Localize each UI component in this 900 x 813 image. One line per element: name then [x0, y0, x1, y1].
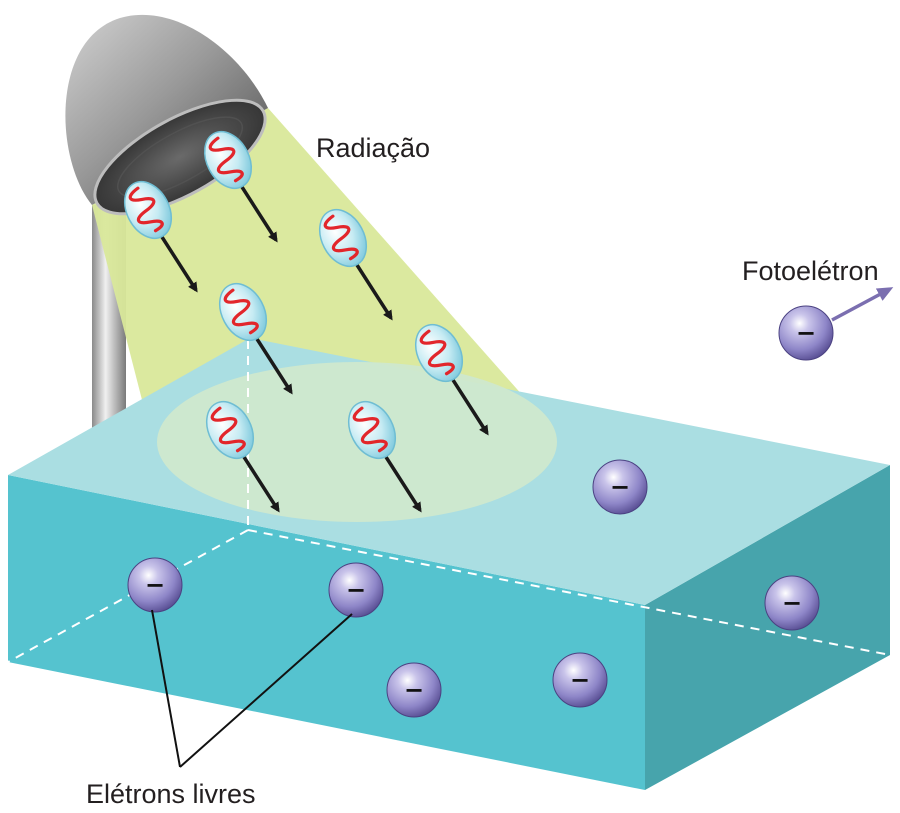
- photon-arrow: [240, 186, 278, 243]
- photon-wave: [210, 406, 246, 453]
- photon-icon: [123, 180, 198, 293]
- electron-body: [778, 305, 834, 361]
- electron-sign: −: [404, 676, 424, 704]
- electron-icon: −: [764, 575, 820, 631]
- free-electrons-pointers: [151, 609, 353, 768]
- photon-icon: [347, 400, 422, 513]
- electron-sign: −: [346, 576, 366, 604]
- hidden-edges: [7, 340, 891, 663]
- electron-body: [552, 652, 608, 708]
- photon-wave: [223, 288, 259, 335]
- radiation-label: Radiação: [316, 133, 430, 163]
- electron-icon: −: [386, 662, 442, 718]
- free-electrons-label: Elétrons livres: [86, 779, 256, 809]
- photoelectron-label: Fotoelétron: [742, 256, 879, 286]
- electron-sign: −: [782, 589, 802, 617]
- photon-icon: [318, 208, 393, 321]
- photon-wave: [323, 214, 359, 261]
- electron-body: [127, 557, 183, 613]
- block-front-face: [8, 475, 645, 790]
- photon-arrow: [451, 379, 489, 436]
- photon-wave: [128, 186, 164, 233]
- photon-arrow: [255, 338, 293, 395]
- photon-icon: [203, 130, 278, 243]
- electron-sign: −: [796, 319, 816, 347]
- electron-sign: −: [145, 571, 165, 599]
- photon-icon: [218, 282, 293, 395]
- block-side-face: [645, 465, 890, 790]
- photon-wave: [352, 406, 388, 453]
- electron-body: [386, 662, 442, 718]
- photon-wave: [208, 136, 244, 183]
- photon-wave: [419, 329, 455, 376]
- electron-sign: −: [570, 666, 590, 694]
- electron-icon: −: [328, 562, 384, 618]
- electron-icon: −: [552, 652, 608, 708]
- electron-icon: −: [127, 557, 183, 613]
- photon-arrow: [160, 236, 198, 293]
- electron-body: [328, 562, 384, 618]
- electron-icon: −: [592, 459, 648, 515]
- electrons-group: − − − − − − −: [127, 305, 834, 718]
- photon-icon: [205, 400, 280, 513]
- photon-icon: [414, 323, 489, 436]
- electron-sign: −: [610, 473, 630, 501]
- electron-body: [592, 459, 648, 515]
- photoelectron-arrow: [831, 287, 894, 322]
- photon-arrow: [355, 264, 393, 321]
- photon-arrow: [384, 456, 422, 513]
- electron-body: [764, 575, 820, 631]
- photons-group: [123, 130, 489, 513]
- photon-arrow: [242, 456, 280, 513]
- electron-icon: −: [778, 305, 834, 361]
